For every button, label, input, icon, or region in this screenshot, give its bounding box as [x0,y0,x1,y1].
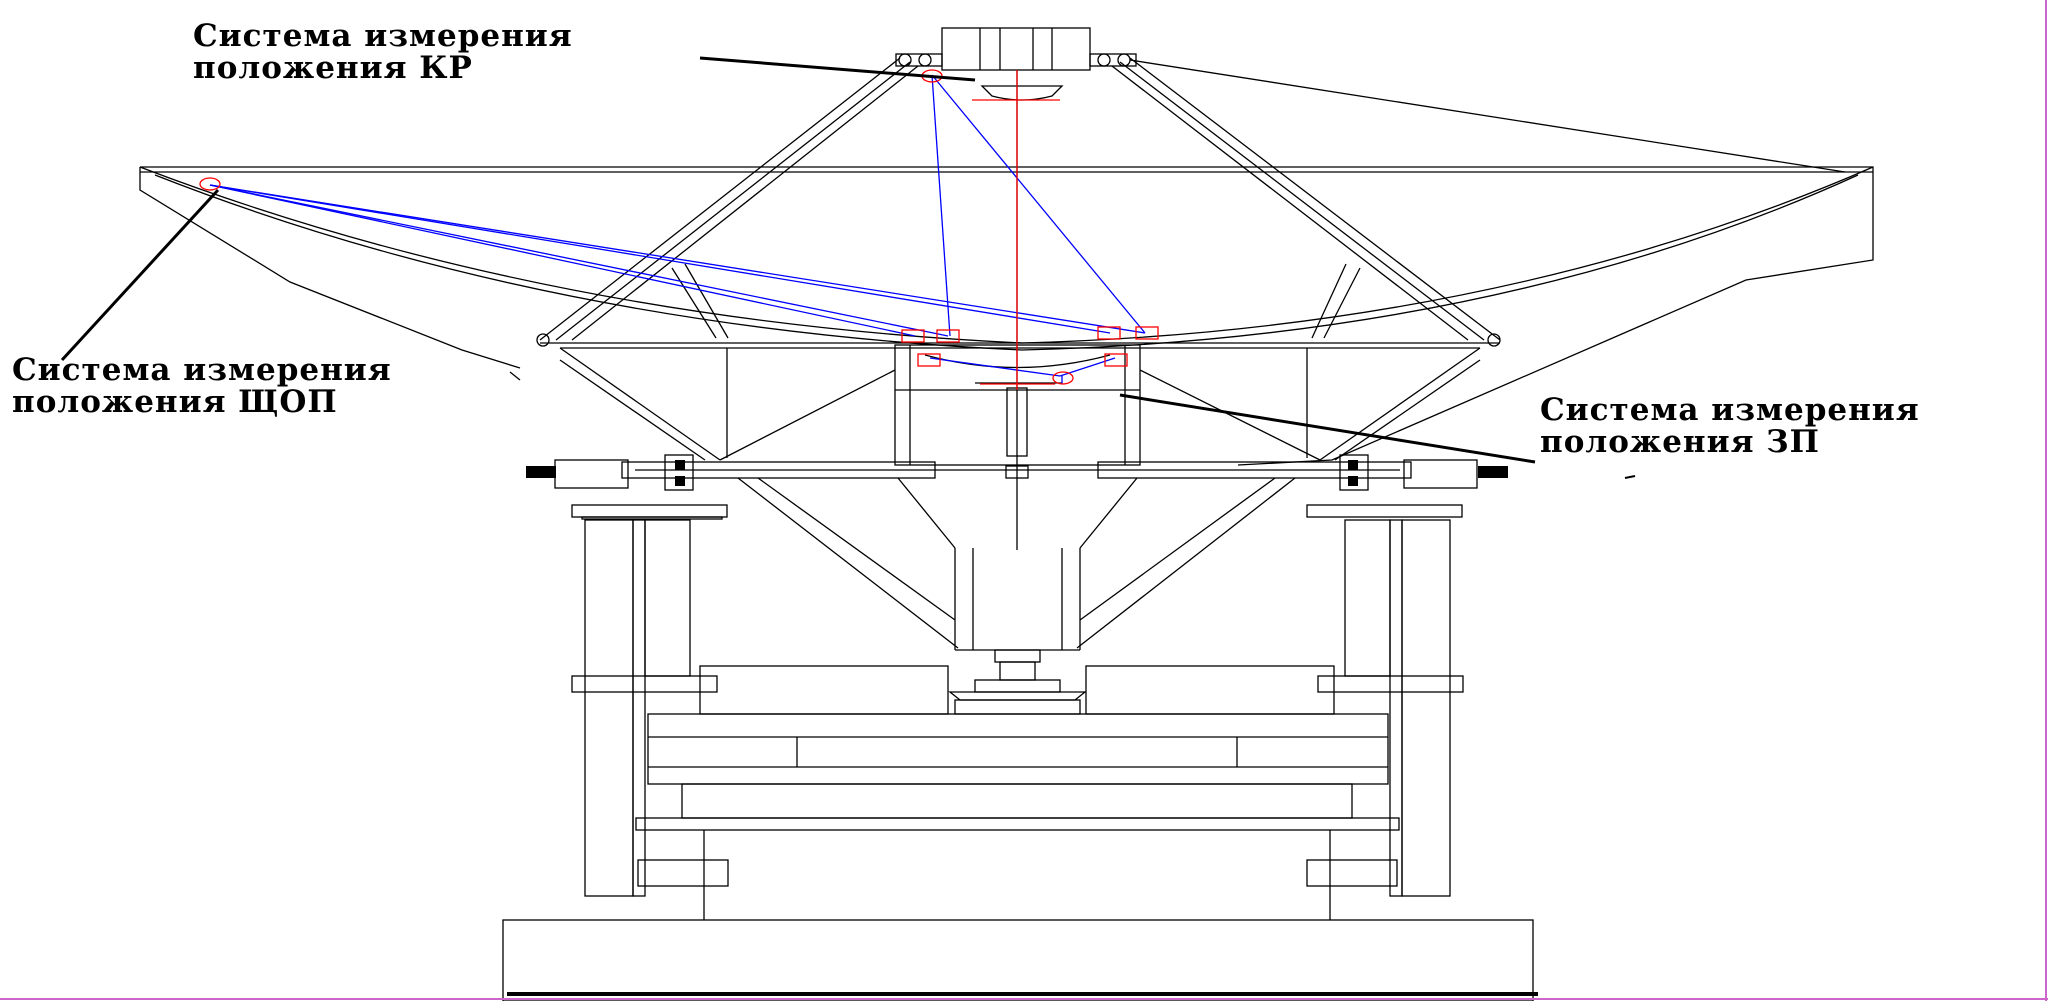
label-zp-line2: положения ЗП [1540,424,1820,460]
label-shop-measurement: Система измерения положения ЩОП [12,354,392,418]
label-leaders [60,56,1536,464]
pedestal-towers [571,504,1464,897]
sub-reflector [895,27,1137,550]
main-reflector [139,166,1874,466]
label-shop-line1: Система измерения [12,352,392,388]
label-zp-line1: Система измерения [1540,392,1920,428]
measurement-beams [209,74,1146,384]
elevation-axis [554,454,1478,491]
label-kr-line2: положения КР [193,50,473,86]
support-truss [559,344,1481,466]
label-zp-measurement: Система измерения положения ЗП [1540,394,1920,458]
azimuth-base [502,713,1538,1001]
yoke [737,477,1296,715]
label-kr-line1: Система измерения [193,18,573,54]
counterweight-right [1478,466,1508,478]
sensors [199,69,1159,390]
sub-reflector-struts [536,57,1846,347]
label-kr-measurement: Система измерения положения КР [193,20,573,84]
counterweight-left [526,466,556,478]
label-shop-line2: положения ЩОП [12,384,338,420]
